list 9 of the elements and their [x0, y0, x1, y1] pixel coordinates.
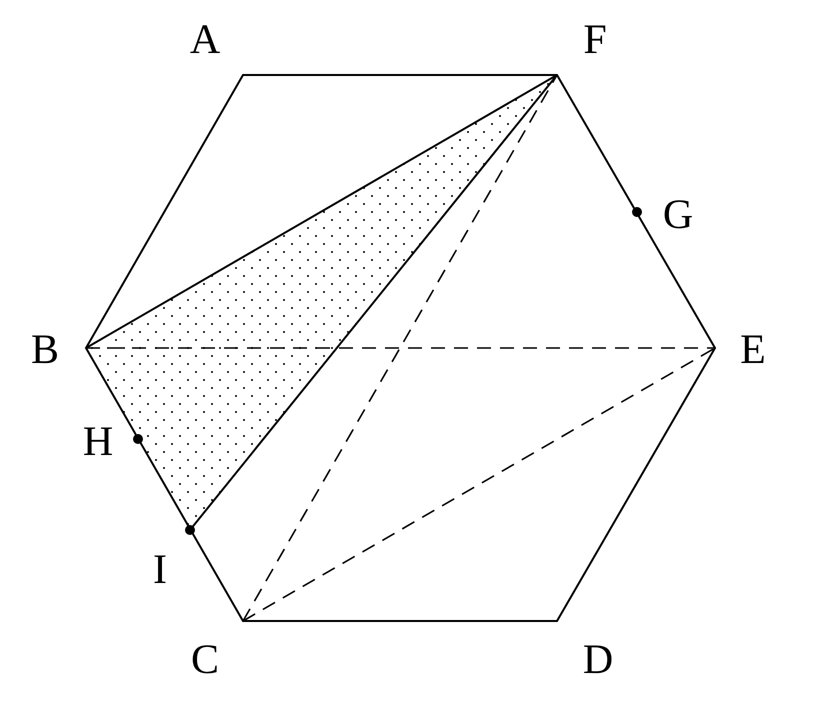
- point-label: I: [153, 549, 167, 591]
- point-label: E: [740, 329, 766, 371]
- point-label: G: [662, 194, 694, 236]
- point-label: H: [82, 421, 114, 463]
- point-label: B: [31, 329, 59, 371]
- point-label: A: [190, 19, 220, 61]
- point-label: C: [191, 639, 219, 681]
- point-label: D: [582, 639, 614, 681]
- point-label: F: [583, 19, 607, 61]
